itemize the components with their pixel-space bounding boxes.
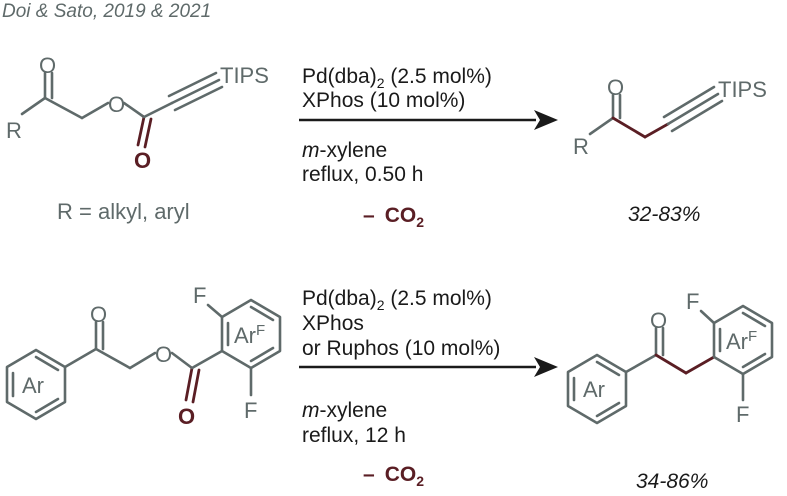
r2-catalyst-subscript: 2 [377,297,385,313]
r2-arrowhead [534,357,558,377]
r1-catalyst: Pd(dba) [302,65,377,88]
svg-text:m-xylene: m-xylene [302,399,387,422]
r2-yield: 34-86% [636,470,708,493]
r1-solvent-prefix: m [302,139,320,162]
r2-temperature-time: reflux, 12 h [302,424,406,447]
reaction1-product: R O TIPS 32-83% [573,75,767,226]
citation-text: Doi & Sato, 2019 & 2021 [2,1,211,22]
r1-sm-substituent-r: R [6,118,22,143]
r1-arrowhead [534,110,558,130]
svg-text:–CO2: –CO2 [363,204,424,230]
r1-yield: 32-83% [628,203,700,226]
reaction2-starting-material: Ar O O O ArF F F [5,283,282,429]
r2-solvent-prefix: m [302,399,320,422]
r1-minus-sign: – [363,204,375,227]
r1-byproduct-subscript: 2 [416,214,424,230]
r2-product-aryl-label: Ar [583,377,605,402]
r1-temperature-time: reflux, 0.50 h [302,163,423,186]
r1-sm-ester-oxygen: O [108,92,125,117]
r1-catalyst-subscript: 2 [377,75,385,91]
r2-product-fluorine-bottom: F [736,402,749,427]
r2-sm-aryl-label: Ar [22,373,44,398]
r2-sm-fluorine-bottom: F [244,398,257,423]
r2-sm-ester-oxygen: O [155,342,172,367]
r1-solvent: -xylene [320,139,388,162]
r1-product-substituent-r: R [573,134,589,159]
r1-r-definition: R = alkyl, aryl [57,199,190,224]
svg-text:–CO2: –CO2 [363,463,424,489]
r2-byproduct-subscript: 2 [416,473,424,489]
r1-ligand: XPhos (10 mol%) [302,89,465,112]
r2-solvent: -xylene [320,399,388,422]
r1-product-ketone-oxygen: O [607,75,624,100]
r2-sm-carbonyl-oxygen: O [178,404,195,429]
r1-product-tips-group: TIPS [718,77,767,102]
r2-catalyst-loading: (2.5 mol%) [385,287,492,310]
r2-catalyst: Pd(dba) [302,287,377,310]
r1-sm-carbonyl-oxygen: O [134,148,151,173]
reaction1-starting-material: R O O O TIPS R = alkyl, aryl [6,53,269,224]
r2-minus-sign: – [363,463,375,486]
r2-sm-fluoroaryl-label: ArF [234,322,265,348]
r2-product-fluoroaryl-label: ArF [726,328,757,354]
reaction1-conditions: Pd(dba)2 (2.5 mol%) XPhos (10 mol%) m-xy… [299,65,558,230]
r1-sm-tips-group: TIPS [220,63,269,88]
r2-sm-fluorine-top: F [193,283,206,308]
r2-ligand-xphos: XPhos [302,312,364,335]
reaction2-conditions: Pd(dba)2 (2.5 mol%) XPhos or Ruphos (10 … [299,287,558,489]
svg-text:m-xylene: m-xylene [302,139,387,162]
r2-byproduct: CO [385,463,417,486]
reaction2-product: Ar O ArF F F 34-86% [566,289,774,493]
r2-ligand-ruphos: or Ruphos (10 mol%) [302,337,500,360]
r2-product-fluorine-top: F [686,289,699,314]
r1-sm-ketone-oxygen: O [39,53,56,78]
r2-product-ketone-oxygen: O [650,308,667,333]
svg-text:Pd(dba)2 (2.5 mol%): Pd(dba)2 (2.5 mol%) [302,287,492,313]
svg-text:Pd(dba)2 (2.5 mol%): Pd(dba)2 (2.5 mol%) [302,65,492,91]
r2-sm-ketone-oxygen: O [90,302,107,327]
r1-catalyst-loading: (2.5 mol%) [385,65,492,88]
r1-byproduct: CO [385,204,417,227]
